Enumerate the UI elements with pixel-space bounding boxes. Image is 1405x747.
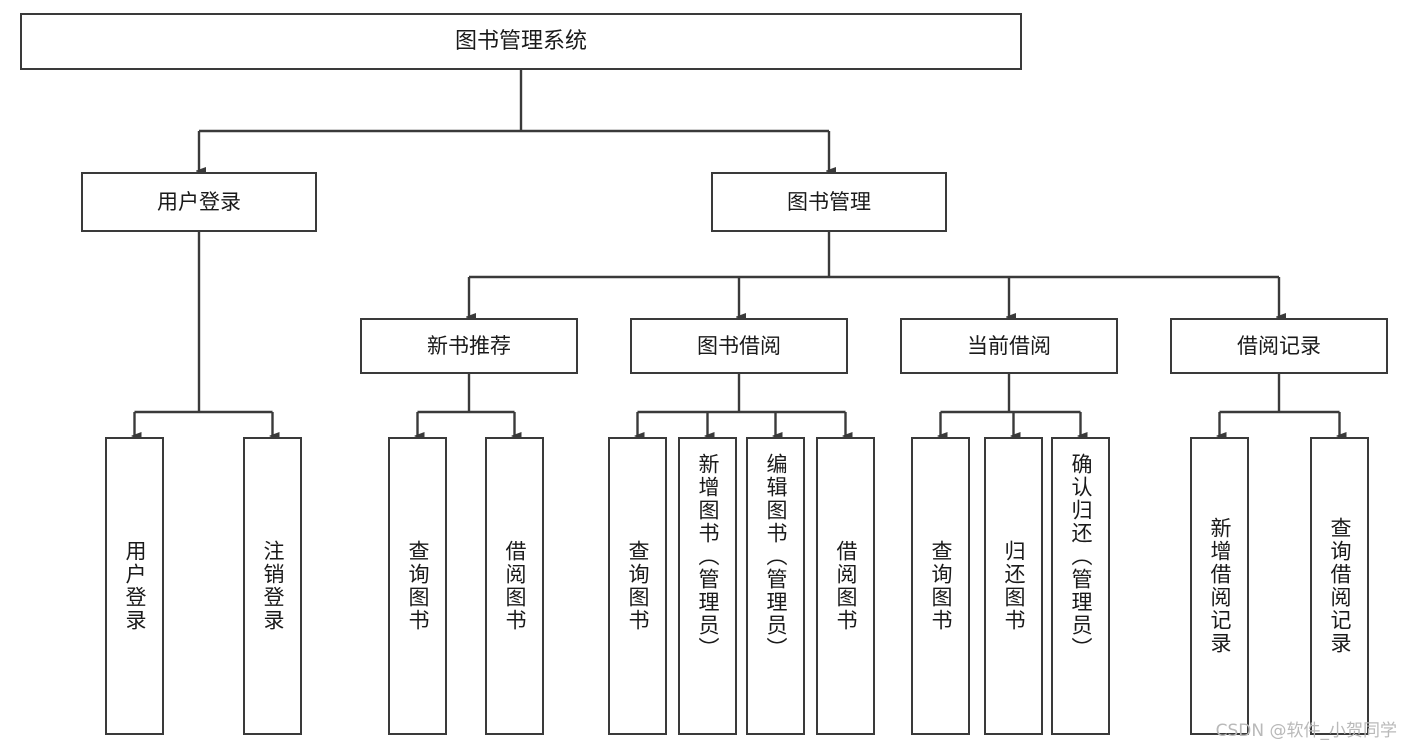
node-leaf-query-book-2[interactable]: 查询图书 <box>608 437 667 735</box>
node-root[interactable]: 图书管理系统 <box>20 13 1022 70</box>
node-leaf-query-book-3[interactable]: 查询图书 <box>911 437 970 735</box>
node-leaf-query-record[interactable]: 查询借阅记录 <box>1310 437 1369 735</box>
csdn-watermark: CSDN @软件_小贺同学 <box>1215 721 1397 741</box>
node-leaf-confirm-return-label: 确认归还（管理员） <box>1069 453 1093 660</box>
node-book-manage[interactable]: 图书管理 <box>711 172 947 232</box>
node-leaf-query-book-3-label: 查询图书 <box>929 540 953 632</box>
node-leaf-edit-book[interactable]: 编辑图书（管理员） <box>746 437 805 735</box>
node-leaf-borrow-book-1-label: 借阅图书 <box>503 540 527 632</box>
node-borrow-record-label: 借阅记录 <box>1237 333 1321 358</box>
node-user-login[interactable]: 用户登录 <box>81 172 317 232</box>
node-leaf-query-book-1[interactable]: 查询图书 <box>388 437 447 735</box>
node-leaf-return-book[interactable]: 归还图书 <box>984 437 1043 735</box>
node-leaf-query-book-2-label: 查询图书 <box>626 540 650 632</box>
node-leaf-add-record-label: 新增借阅记录 <box>1208 517 1232 655</box>
node-current-borrow[interactable]: 当前借阅 <box>900 318 1118 374</box>
node-leaf-borrow-book-2-label: 借阅图书 <box>834 540 858 632</box>
node-leaf-user-login[interactable]: 用户登录 <box>105 437 164 735</box>
node-root-label: 图书管理系统 <box>454 28 587 54</box>
node-leaf-confirm-return[interactable]: 确认归还（管理员） <box>1051 437 1110 735</box>
node-leaf-user-login-label: 用户登录 <box>123 540 147 632</box>
node-current-borrow-label: 当前借阅 <box>967 333 1051 358</box>
node-leaf-return-book-label: 归还图书 <box>1002 540 1026 632</box>
node-leaf-query-book-1-label: 查询图书 <box>406 540 430 632</box>
node-leaf-logout[interactable]: 注销登录 <box>243 437 302 735</box>
node-leaf-borrow-book-2[interactable]: 借阅图书 <box>816 437 875 735</box>
node-book-borrow[interactable]: 图书借阅 <box>630 318 848 374</box>
node-leaf-query-record-label: 查询借阅记录 <box>1328 517 1352 655</box>
node-borrow-record[interactable]: 借阅记录 <box>1170 318 1388 374</box>
node-book-manage-label: 图书管理 <box>787 189 871 214</box>
node-new-book-rec-label: 新书推荐 <box>427 333 511 358</box>
node-new-book-rec[interactable]: 新书推荐 <box>360 318 578 374</box>
node-user-login-label: 用户登录 <box>157 189 241 214</box>
node-leaf-borrow-book-1[interactable]: 借阅图书 <box>485 437 544 735</box>
node-leaf-add-record[interactable]: 新增借阅记录 <box>1190 437 1249 735</box>
node-leaf-edit-book-label: 编辑图书（管理员） <box>764 453 788 660</box>
node-leaf-add-book-label: 新增图书（管理员） <box>696 453 720 660</box>
node-leaf-add-book[interactable]: 新增图书（管理员） <box>678 437 737 735</box>
node-book-borrow-label: 图书借阅 <box>697 333 781 358</box>
node-leaf-logout-label: 注销登录 <box>261 540 285 632</box>
